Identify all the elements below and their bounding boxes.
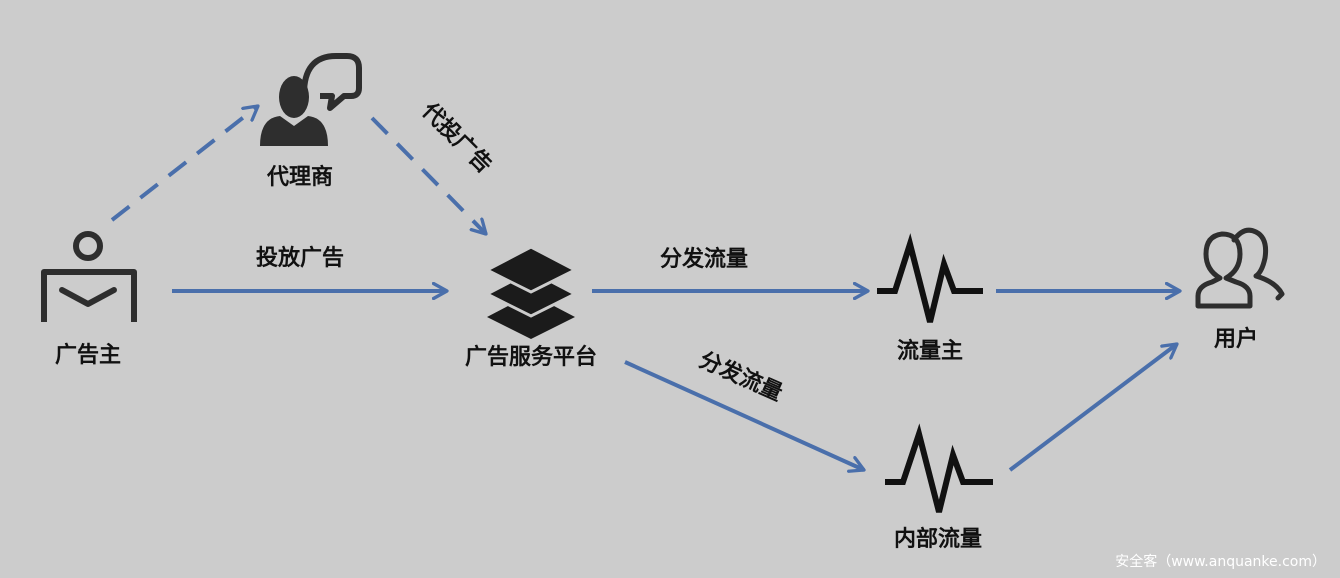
node-label-ad-platform: 广告服务平台 bbox=[465, 344, 597, 370]
edge-advertiser-to-agency bbox=[110, 106, 258, 222]
node-label-advertiser: 广告主 bbox=[55, 342, 121, 368]
watermark: 安全客（www.anquanke.com） bbox=[1115, 553, 1326, 570]
layers-stack-icon bbox=[483, 245, 579, 339]
edge-platform-to-internal bbox=[624, 360, 864, 470]
edge-agency-to-platform bbox=[370, 116, 486, 234]
pulse-wave-icon bbox=[877, 233, 983, 323]
edge-internal-to-user bbox=[1008, 344, 1177, 472]
person-desk-icon bbox=[41, 231, 137, 322]
pulse-wave-icon bbox=[885, 423, 993, 513]
edge-label-platform-to-traffic-owner: 分发流量 bbox=[660, 246, 748, 272]
edge-label-agency-to-platform: 代投广告 bbox=[416, 97, 497, 178]
person-speech-bubble-icon bbox=[260, 53, 362, 146]
edge-label-advertiser-to-platform: 投放广告 bbox=[256, 245, 344, 271]
node-label-user: 用户 bbox=[1214, 326, 1258, 352]
users-group-icon bbox=[1195, 227, 1285, 309]
node-label-traffic-owner: 流量主 bbox=[897, 338, 963, 364]
edge-label-platform-to-internal: 分发流量 bbox=[695, 347, 786, 407]
node-label-internal-traffic: 内部流量 bbox=[894, 526, 982, 552]
node-label-agency: 代理商 bbox=[266, 164, 333, 190]
